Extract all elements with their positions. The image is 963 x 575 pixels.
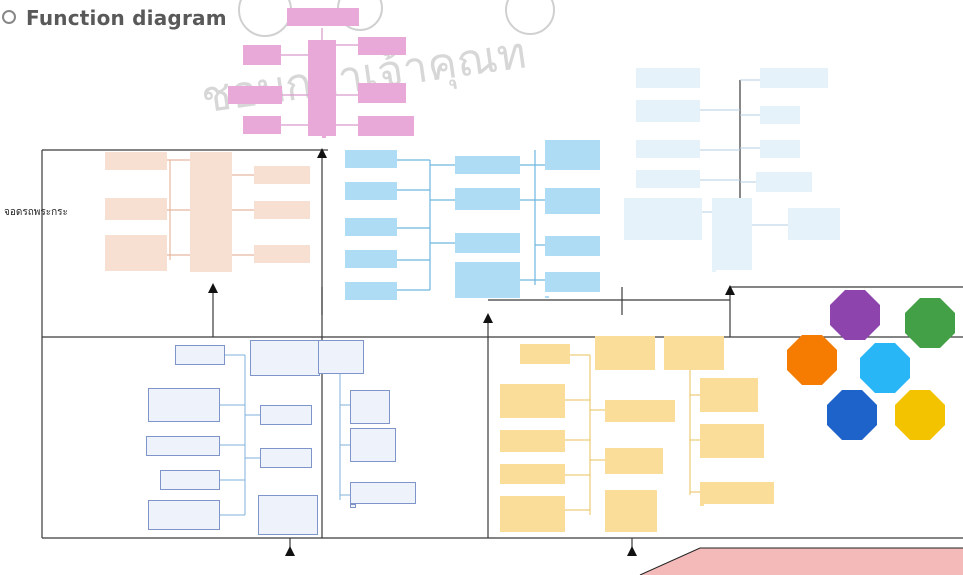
diagram-box: [545, 140, 600, 170]
diagram-box: [287, 8, 359, 26]
diagram-box: [260, 448, 312, 468]
diagram-box: [160, 470, 220, 490]
diagram-box: [254, 245, 310, 263]
diagram-box: [760, 68, 828, 88]
diagram-box: [455, 233, 520, 253]
diagram-box: [358, 37, 406, 55]
lavender-connector-lines: [220, 354, 350, 516]
diagram-box: [712, 270, 716, 272]
diagram-box: [358, 83, 406, 103]
diagram-box: [455, 262, 520, 298]
legend-octagon: [895, 390, 945, 440]
diagram-box: [545, 296, 549, 298]
diagram-box: [258, 495, 318, 535]
side-label: จอดรถพระกระ: [4, 207, 68, 218]
paleblue-connector-lines: [700, 79, 790, 226]
diagram-box: [455, 156, 520, 174]
diagram-box: [788, 208, 840, 240]
diagram-box: [146, 436, 220, 456]
diagram-box: [545, 236, 600, 256]
diagram-box: [260, 405, 312, 425]
blue-connector-lines: [395, 150, 545, 291]
diagram-box: [345, 282, 397, 300]
diagram-box: [500, 384, 565, 418]
diagram-box: [520, 344, 570, 364]
diagram-box: [350, 390, 390, 424]
diagram-box: [605, 400, 675, 422]
diagram-box: [105, 152, 167, 170]
diagram-box: [148, 388, 220, 422]
diagram-box: [148, 500, 220, 530]
diagram-box: [605, 448, 663, 474]
diagram-box: [636, 170, 700, 188]
diagram-box: [322, 136, 326, 138]
yellow-connector-lines: [565, 354, 700, 515]
diagram-box: [254, 201, 310, 219]
diagram-box: [345, 218, 397, 236]
diagram-box: [350, 504, 356, 508]
diagram-box: [455, 188, 520, 210]
diagram-box: [500, 464, 565, 484]
diagram-box: [318, 340, 364, 374]
diagram-box: [350, 482, 416, 504]
title-bullet-icon: [2, 10, 16, 24]
diagram-box: [500, 430, 565, 452]
diagram-box: [636, 100, 700, 122]
diagram-box: [712, 198, 752, 270]
diagram-box: [664, 336, 724, 370]
legend-octagon: [827, 390, 877, 440]
diagram-box: [545, 272, 600, 292]
diagram-box: [243, 45, 281, 65]
diagram-box: [345, 150, 397, 168]
diagram-box: [700, 378, 758, 412]
diagram-box: [700, 482, 774, 504]
diagram-box: [250, 340, 320, 376]
arrowheads: [208, 148, 735, 556]
diagram-box: [358, 116, 414, 136]
diagram-box: [545, 188, 600, 214]
diagram-box: [636, 140, 700, 158]
diagram-box: [190, 152, 232, 272]
diagram-box: [254, 166, 310, 184]
diagram-box: [595, 336, 655, 370]
diagram-box: [175, 345, 225, 365]
diagram-box: [500, 496, 565, 532]
legend-octagon: [787, 335, 837, 385]
diagram-box: [756, 172, 812, 192]
diagram-box: [228, 86, 282, 104]
pink-connector-lines: [280, 28, 360, 126]
diagram-box: [760, 106, 800, 124]
legend-octagon: [905, 298, 955, 348]
diagram-box: [308, 40, 336, 136]
legend-octagon: [830, 290, 880, 340]
diagram-box: [700, 424, 764, 458]
diagram-box: [760, 140, 800, 158]
diagram-box: [700, 504, 704, 506]
diagram-box: [350, 428, 396, 462]
footer-banner: [639, 547, 963, 575]
diagram-box: [345, 182, 397, 200]
peach-connector-lines: [165, 159, 255, 260]
legend-octagon: [860, 343, 910, 393]
diagram-box: [624, 198, 702, 240]
diagram-box: [105, 198, 167, 220]
diagram-box: [345, 250, 397, 268]
page-title: Function diagram: [26, 6, 227, 30]
diagram-box: [605, 490, 657, 532]
diagram-box: [105, 235, 167, 271]
diagram-box: [243, 116, 281, 134]
diagram-box: [636, 68, 700, 88]
